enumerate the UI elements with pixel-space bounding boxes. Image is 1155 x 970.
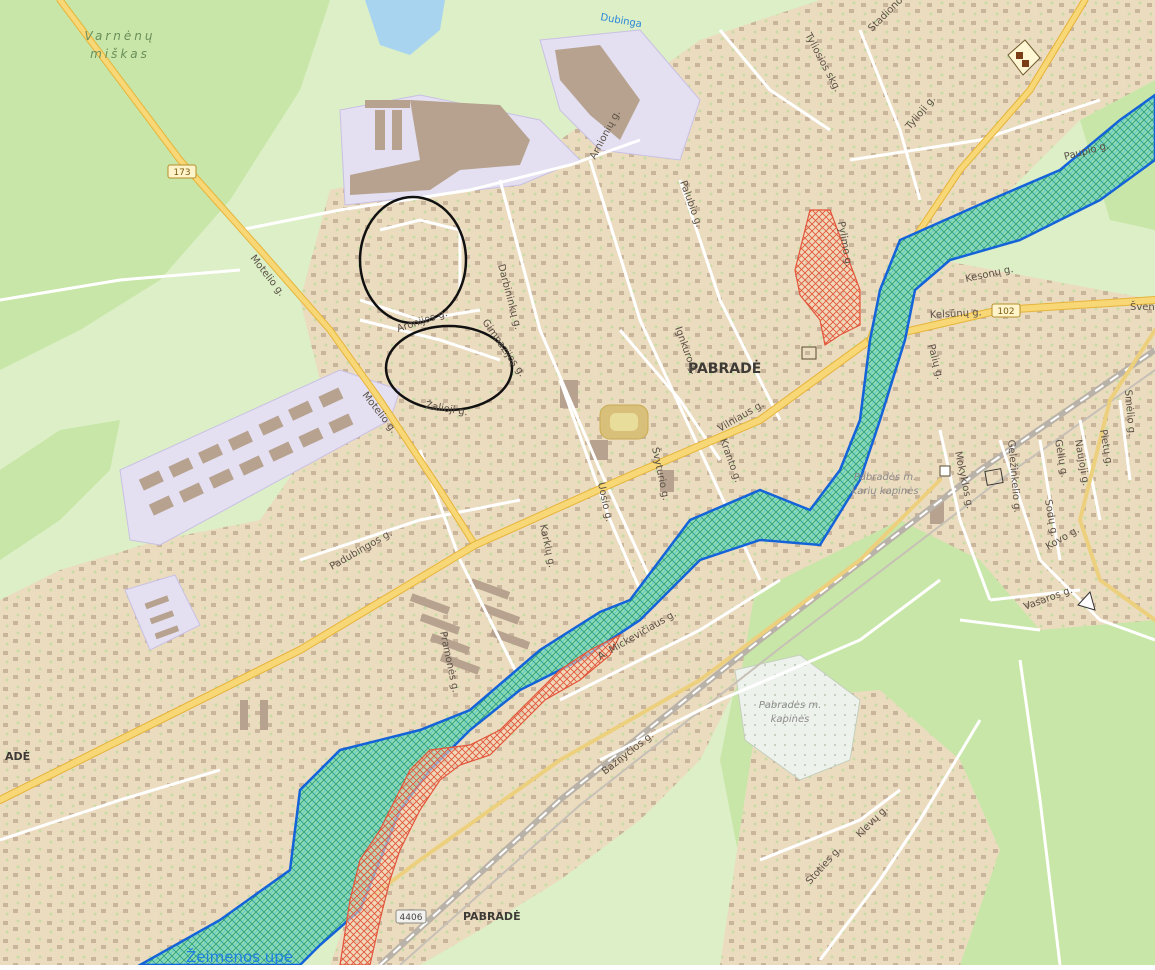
annotation-circles — [358, 195, 514, 412]
place-label-pabrade: PABRADĖ — [688, 360, 761, 377]
area-labels: Varnėnų miškas Pabradės m. kapinės Pabra… — [85, 12, 919, 966]
annotation-circle-south — [384, 324, 514, 412]
road-shields: 173 102 4406 — [167, 164, 1021, 924]
svg-text:4406: 4406 — [400, 913, 423, 923]
annotation-circle-north — [358, 195, 468, 325]
cemetery-label-line1: Pabradės m. — [759, 700, 822, 711]
street-label: Smėlio g. — [1122, 389, 1137, 436]
road-shield-102: 102 — [991, 303, 1021, 318]
lake — [365, 0, 445, 55]
railway — [377, 347, 1155, 968]
restricted-zones — [339, 209, 861, 966]
cemetery-label-line2: kapinės — [771, 714, 810, 725]
stadium — [599, 404, 649, 440]
map-symbols — [801, 39, 1096, 611]
street-label: Švenčionių g. — [1130, 300, 1155, 313]
place-labels: PABRADĖ PABRADĖ ADĖ — [5, 360, 761, 923]
soldiers-cemetery-label-line2: karių kapinės — [851, 486, 918, 497]
forest-label-line2: miškas — [90, 47, 150, 61]
river-buffer-zone — [135, 93, 1155, 967]
place-label-pabrade-south: PABRADĖ — [463, 909, 521, 923]
road-shield-4406: 4406 — [395, 909, 427, 924]
svg-text:102: 102 — [997, 307, 1014, 317]
street-label: Kelsūnų g. — [930, 307, 982, 321]
place-label-pabrade-west: ADĖ — [5, 749, 30, 763]
svg-text:173: 173 — [173, 168, 190, 178]
forest-label-line1: Varnėnų — [85, 29, 156, 43]
cemetery-area — [734, 654, 861, 781]
river-label-south: Žeimenos upė — [186, 947, 293, 965]
buildings — [138, 45, 944, 730]
soldiers-cemetery-label-line1: Pabradės m. — [854, 472, 917, 483]
road-shield-173: 173 — [167, 164, 197, 179]
